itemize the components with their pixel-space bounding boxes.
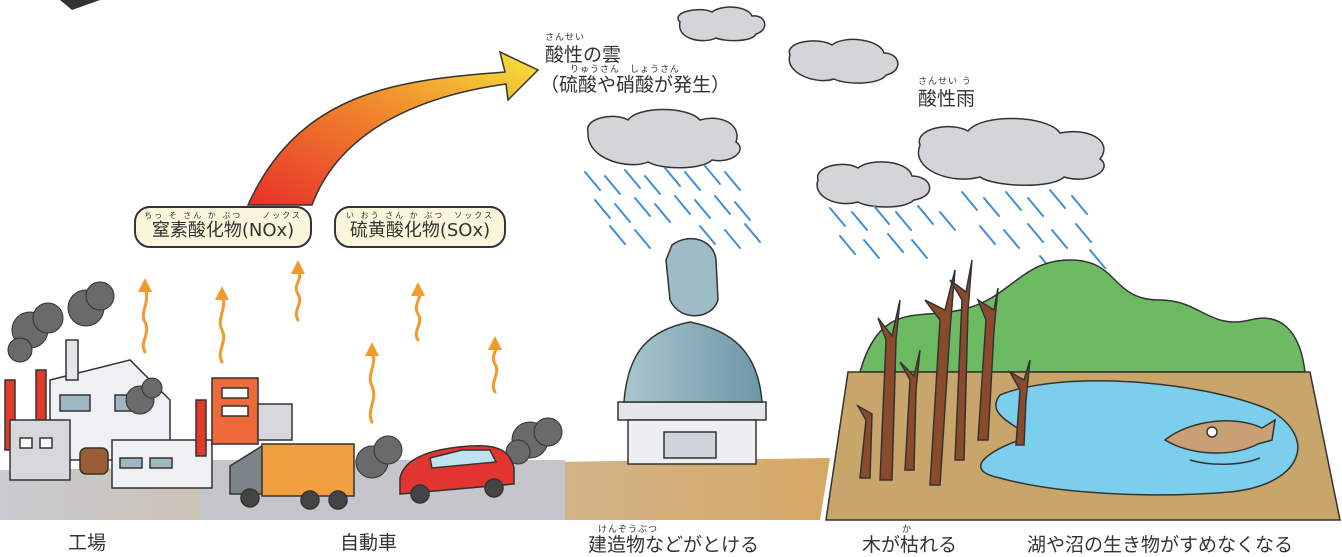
fish-icon — [1163, 418, 1276, 466]
emission-arrow — [246, 50, 540, 206]
cloud-icon — [587, 6, 1105, 208]
acid-cloud-ruby: さんせい — [545, 33, 586, 43]
rain-icon — [584, 165, 761, 249]
fume-arrow-heads — [138, 260, 502, 356]
factory-label: 工場 — [68, 532, 107, 554]
factory-icon — [4, 339, 293, 489]
hill — [859, 259, 1306, 373]
nox-label: 窒素酸化物(NOx) — [151, 220, 295, 241]
statue-icon — [617, 237, 767, 465]
dead-tree-icon — [855, 259, 1031, 486]
trees-ruby: か — [902, 525, 913, 535]
car-label: 自動車 — [340, 532, 398, 554]
sox-label: 硫黄酸化物(SOx) — [349, 220, 491, 241]
truck-icon — [229, 443, 355, 510]
car-icon — [399, 444, 515, 504]
acid-cloud-sub-ruby: りゅうさん しょうさん — [570, 65, 681, 75]
smoke-icon — [7, 281, 563, 479]
nox-ruby: ちっ そ さん か ぶつ ノックス — [144, 211, 302, 220]
corner-mark — [60, 0, 100, 10]
trees-label: 木が枯れる — [862, 534, 958, 556]
buildings-label: 建造物などがとける — [588, 534, 760, 556]
acid-rain-ruby: さんせい う — [918, 77, 972, 87]
acid-rain-label: 酸性雨 — [918, 88, 976, 110]
sox-box: い おう さん か ぶつ ソックス 硫黄酸化物(SOx) — [334, 206, 506, 248]
buildings-ruby: けんぞうぶつ — [598, 525, 659, 535]
lake-label: 湖や沼の生き物がすめなくなる — [1027, 534, 1294, 556]
acid-cloud-sub-label: （硫酸や硝酸が発生） — [540, 74, 731, 96]
nox-box: ちっ そ さん か ぶつ ノックス 窒素酸化物(NOx) — [134, 206, 312, 248]
fume-arrow-icon — [141, 268, 499, 424]
sox-ruby: い おう さん か ぶつ ソックス — [346, 211, 494, 220]
acid-cloud-label: 酸性の雲 — [545, 44, 622, 66]
